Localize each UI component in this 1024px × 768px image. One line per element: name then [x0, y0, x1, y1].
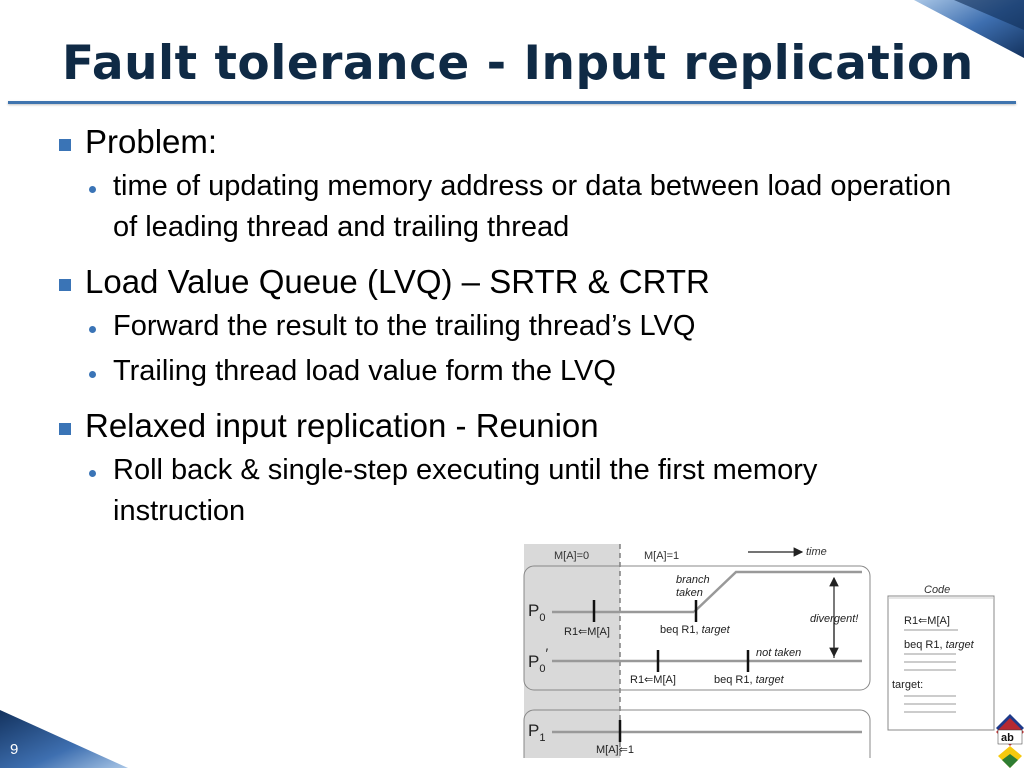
corner-decoration-bottom-left [0, 710, 128, 768]
svg-text:P1: P1 [528, 721, 545, 744]
p0-subscript: 0 [539, 612, 545, 624]
dot-bullet-icon [89, 371, 96, 378]
p0prime-mark: ′ [545, 645, 548, 661]
corner-logo-icon: ab [996, 714, 1024, 768]
p0prime-beq-target: target [756, 674, 785, 686]
p0prime-beq-label: beq R1, [714, 674, 756, 686]
branch-taken-label: branch taken [676, 574, 713, 599]
sub-bullet: Roll back & single-step executing until … [56, 450, 953, 532]
square-bullet-icon [59, 139, 71, 151]
dot-bullet-icon [89, 326, 96, 333]
sub-bullet-text: Roll back & single-step executing until … [113, 454, 818, 527]
divergent-label: divergent! [810, 613, 858, 625]
time-label: time [806, 546, 827, 558]
pre-update-region [524, 544, 620, 758]
mem-after-label: M[A]=1 [644, 550, 679, 562]
bullet-text: Load Value Queue (LVQ) – SRTR & CRTR [85, 263, 710, 300]
square-bullet-icon [59, 423, 71, 435]
sub-bullet: time of updating memory address or data … [56, 166, 956, 248]
p0prime-subscript: 0 [539, 663, 545, 675]
p0-load-label: R1⇐M[A] [564, 626, 610, 638]
bullet-text: Problem: [85, 123, 218, 160]
sub-bullet-text: Trailing thread load value form the LVQ [113, 355, 616, 387]
p0-label: P [528, 601, 539, 620]
slide-title: Fault tolerance - Input replication [62, 36, 974, 91]
title-divider [8, 101, 1016, 104]
sub-bullet-text: time of updating memory address or data … [113, 170, 952, 243]
reunion-timing-diagram: M[A]=0 M[A]=1 time P0 R1⇐M[A] beq R1, ta… [523, 544, 995, 758]
square-bullet-icon [59, 279, 71, 291]
code-line-beq: beq R1, [904, 639, 946, 651]
svg-text:P0: P0 [528, 601, 545, 624]
svg-text:P0′: P0′ [528, 645, 548, 675]
svg-text:beq R1, target: beq R1, target [904, 639, 975, 651]
not-taken-label: not taken [756, 647, 801, 659]
corner-decoration-top-right [914, 0, 1024, 58]
p1-store-label: M[A]⇐1 [596, 744, 634, 756]
p0prime-load-label: R1⇐M[A] [630, 674, 676, 686]
p0prime-label: P [528, 652, 539, 671]
p0-beq-target: target [702, 624, 731, 636]
code-target-label: target: [892, 679, 923, 691]
bullet-lvq: Load Value Queue (LVQ) – SRTR & CRTR [56, 262, 956, 302]
p0-beq-label: beq R1, [660, 624, 702, 636]
logo-text: ab [1001, 732, 1014, 744]
leading-core-box [523, 565, 871, 691]
code-box [887, 595, 995, 731]
slide-number: 9 [10, 741, 19, 758]
branch-taken-line1: branch [676, 574, 710, 586]
dot-bullet-icon [89, 470, 96, 477]
sub-bullet-text: Forward the result to the trailing threa… [113, 310, 696, 342]
bullet-problem: Problem: [56, 122, 956, 162]
code-line-beq-target: target [946, 639, 975, 651]
bullet-reunion: Relaxed input replication - Reunion [56, 406, 956, 446]
bullet-text: Relaxed input replication - Reunion [85, 407, 599, 444]
bullet-list: Problem: time of updating memory address… [56, 122, 956, 532]
sub-bullet: Trailing thread load value form the LVQ [56, 351, 956, 392]
sub-bullet: Forward the result to the trailing threa… [56, 306, 956, 347]
svg-text:beq R1, target: beq R1, target [660, 624, 731, 636]
trailing-core-box [523, 709, 871, 758]
code-title: Code [924, 584, 950, 596]
mem-before-label: M[A]=0 [554, 550, 589, 562]
svg-text:beq R1, target: beq R1, target [714, 674, 785, 686]
p0-branch-path [693, 570, 862, 613]
p1-label: P [528, 721, 539, 740]
dot-bullet-icon [89, 186, 96, 193]
code-line-load: R1⇐M[A] [904, 615, 950, 627]
p1-subscript: 1 [539, 732, 545, 744]
branch-taken-line2: taken [676, 587, 703, 599]
